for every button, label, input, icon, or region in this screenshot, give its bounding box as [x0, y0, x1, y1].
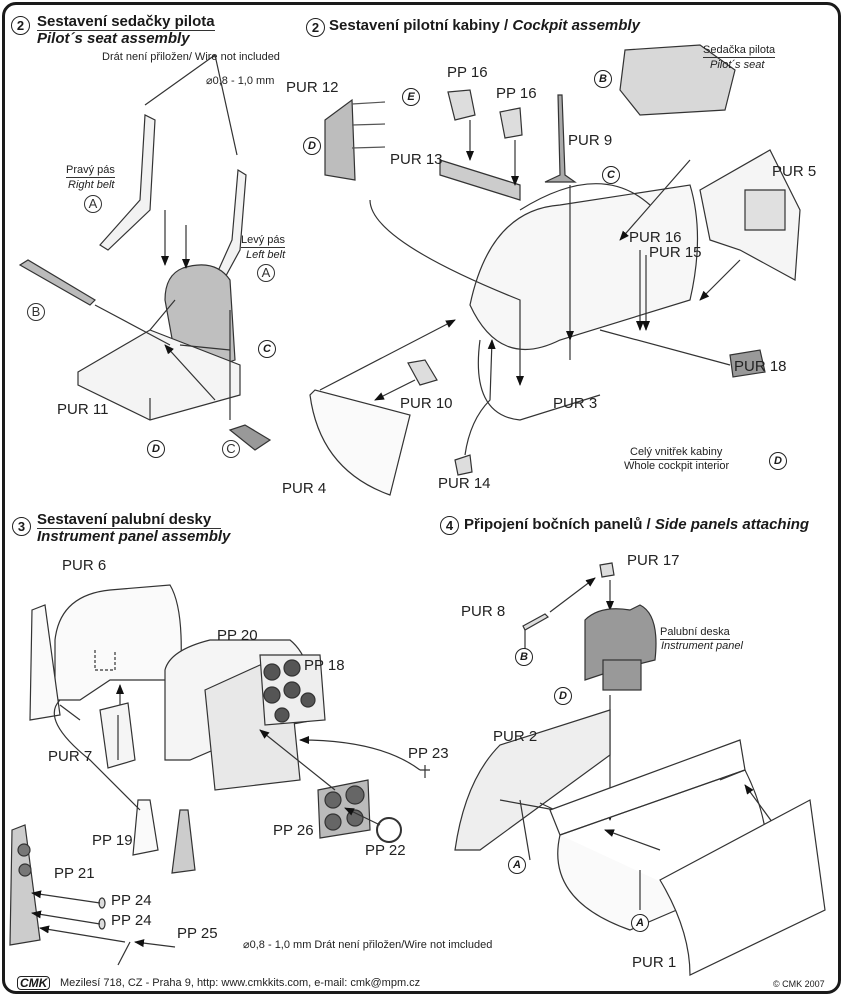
label-pp-23: PP 23	[408, 745, 449, 762]
step-number-panel: 3	[12, 517, 31, 536]
side-title-cz: Připojení bočních panelů /	[464, 516, 655, 533]
label-pp-24-a: PP 24	[111, 892, 152, 909]
label-pur-8: PUR 8	[461, 603, 506, 620]
step-number-side: 4	[440, 516, 459, 535]
label-pp-20: PP 20	[217, 627, 258, 644]
callout-e: E	[402, 88, 420, 106]
label-pur-18: PUR 18	[734, 358, 787, 375]
label-pp-19: PP 19	[92, 832, 133, 849]
step-number-seat: 2	[11, 16, 30, 35]
seat-title-cz: Sestavení sedačky pilota	[37, 13, 215, 31]
label-pur-16: PUR 16	[629, 229, 682, 246]
instrument-panel-label-en: Instrument panel	[661, 640, 743, 652]
label-pp-16-a: PP 16	[447, 64, 488, 81]
instrument-panel-drawing	[9, 584, 430, 966]
label-pp-18: PP 18	[304, 657, 345, 674]
left-belt-en: Left belt	[246, 249, 286, 261]
label-pp-22: PP 22	[365, 842, 406, 859]
label-pur-3: PUR 3	[553, 395, 598, 412]
seat-label-cz: Sedačka pilota	[703, 44, 776, 58]
wire-diameter: ⌀0,8 - 1,0 mm	[206, 75, 275, 87]
seat-label-en: Pilot´s seat	[710, 59, 765, 71]
pilot-seat-drawing	[18, 54, 272, 451]
side-panels-drawing	[454, 562, 826, 976]
label-pur-12: PUR 12	[286, 79, 339, 96]
label-pp-25: PP 25	[177, 925, 218, 942]
cockpit-title-en: Cockpit assembly	[512, 17, 640, 34]
label-pur-6: PUR 6	[62, 557, 107, 574]
label-pur-7: PUR 7	[48, 748, 93, 765]
label-pur-11: PUR 11	[57, 401, 109, 418]
label-pur-9: PUR 9	[568, 132, 613, 149]
callout-b-side: B	[515, 648, 533, 666]
panel-title-cz: Sestavení palubní desky	[37, 512, 222, 529]
cockpit-drawing	[229, 44, 801, 496]
label-pur-17: PUR 17	[627, 552, 680, 569]
callout-c-seat: C	[258, 340, 276, 358]
cockpit-title: Sestavení pilotní kabiny / Cockpit assem…	[329, 18, 640, 33]
label-pur-2: PUR 2	[493, 728, 538, 745]
label-pp-21: PP 21	[54, 865, 95, 882]
callout-b-cockpit: B	[594, 70, 612, 88]
label-pur-13: PUR 13	[390, 151, 443, 168]
callout-a-side-left: A	[508, 856, 526, 874]
label-pp-26: PP 26	[273, 822, 314, 839]
callout-b-seat: B	[27, 303, 45, 321]
panel-title-en: Instrument panel assembly	[37, 528, 231, 545]
footer-address: Mezilesí 718, CZ - Praha 9, http: www.cm…	[60, 977, 421, 989]
label-pp-24-b: PP 24	[111, 912, 152, 929]
left-belt-cz: Levý pás	[241, 234, 286, 248]
label-pur-5: PUR 5	[772, 163, 817, 180]
right-belt-cz: Pravý pás	[66, 164, 115, 178]
callout-a-left-belt: A	[257, 264, 275, 282]
callout-a-right-belt: A	[84, 195, 102, 213]
seat-title-en: Pilot´s seat assembly	[37, 30, 190, 47]
step-number-cockpit: 2	[306, 18, 325, 37]
callout-d-seat: D	[147, 440, 165, 458]
wire-note: Drát není přiložen/ Wire not included	[102, 51, 280, 63]
label-pur-14: PUR 14	[438, 475, 491, 492]
interior-label-cz: Celý vnitřek kabiny	[630, 446, 723, 460]
label-pur-1: PUR 1	[632, 954, 677, 971]
callout-c-cockpit: C	[602, 166, 620, 184]
callout-d-side: D	[554, 687, 572, 705]
label-pp-16-b: PP 16	[496, 85, 537, 102]
side-title-en: Side panels attaching	[654, 516, 810, 533]
panel-wire-note: ⌀0,8 - 1,0 mm Drát není přiložen/Wire no…	[243, 939, 493, 951]
callout-a-side-right: A	[631, 914, 649, 932]
label-pur-15: PUR 15	[649, 244, 702, 261]
footer-copyright: © CMK 2007	[773, 979, 825, 989]
cmk-logo: CMK	[17, 976, 51, 990]
callout-d-cockpit: D	[303, 137, 321, 155]
right-belt-en: Right belt	[68, 179, 115, 191]
interior-label-en: Whole cockpit interior	[624, 460, 730, 472]
label-pur-4: PUR 4	[282, 480, 327, 497]
instrument-panel-label-cz: Palubní deska	[660, 626, 730, 640]
callout-d-interior: D	[769, 452, 787, 470]
side-title: Připojení bočních panelů / Side panels a…	[464, 517, 809, 532]
cockpit-title-cz: Sestavení pilotní kabiny /	[329, 17, 513, 34]
label-pur-10: PUR 10	[400, 395, 453, 412]
callout-c-rudder: C	[222, 440, 240, 458]
